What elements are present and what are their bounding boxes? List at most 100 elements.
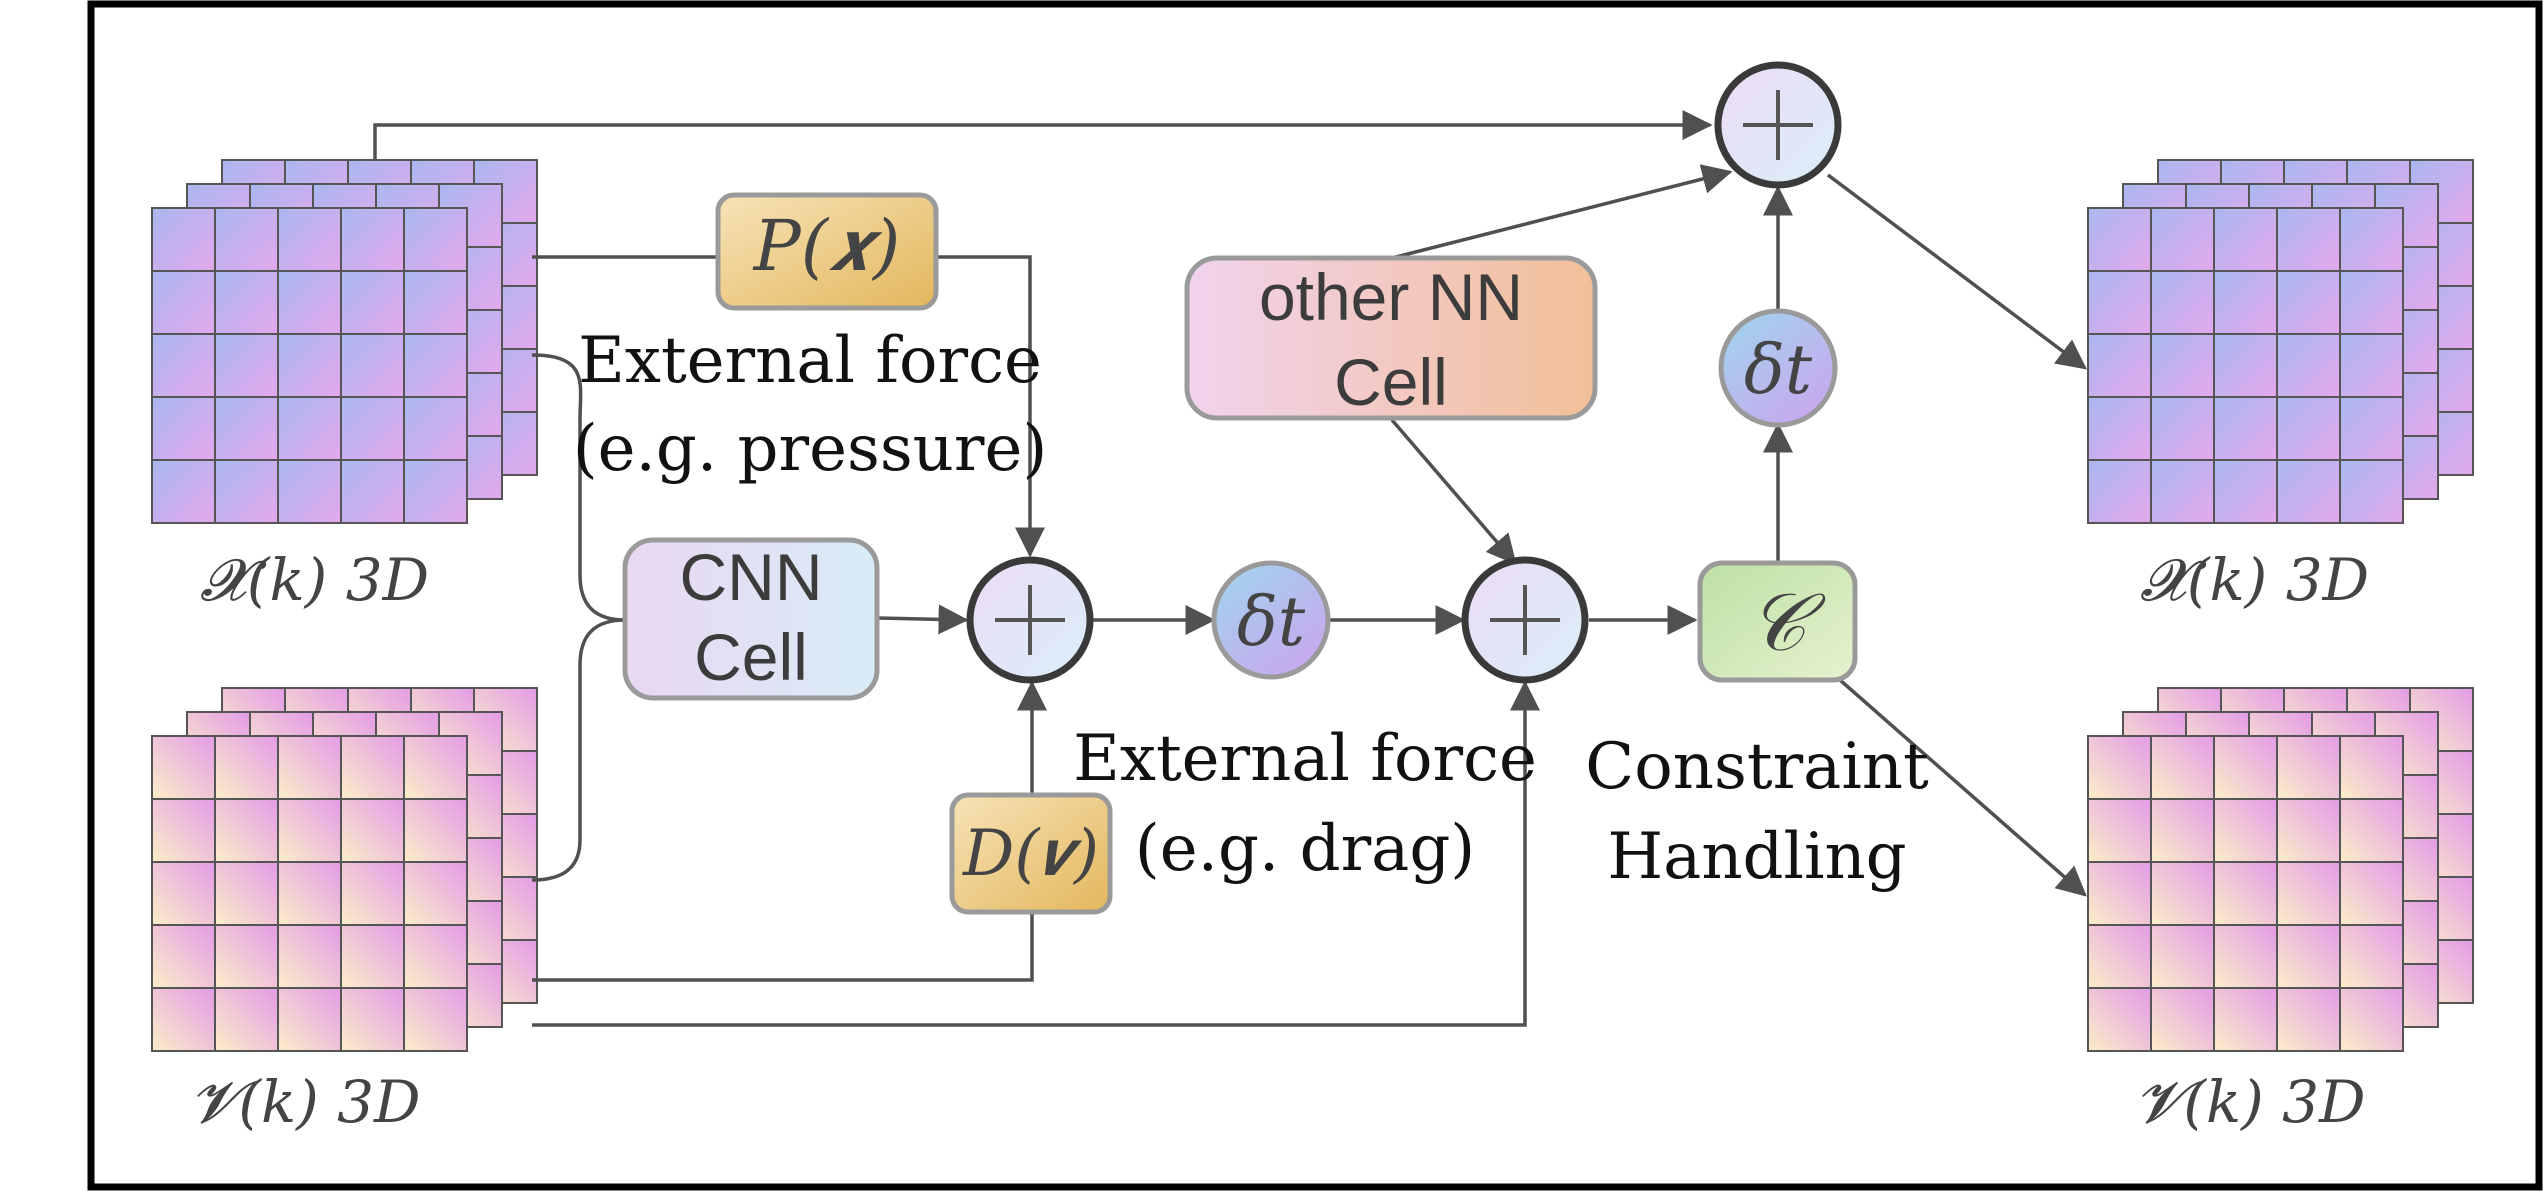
tensor-cell [214, 333, 279, 398]
wire-v-to-drag [532, 912, 1034, 982]
diagram-frame [87, 0, 2543, 1191]
tensor-cell [277, 459, 342, 524]
pressure-function-box: P(𝒙) [715, 192, 939, 311]
v-output-tensor-stack [2087, 687, 2474, 1052]
x-output-tensor-stack [2087, 159, 2474, 524]
tensor-cell [2276, 735, 2341, 800]
tensor-cell [2276, 396, 2341, 461]
tensor-cell [2150, 333, 2215, 398]
cnn-cell-label-line1: CNN [680, 540, 823, 614]
tensor-cell [340, 333, 405, 398]
tensor-cell [2087, 924, 2152, 989]
tensor-cell [2339, 735, 2404, 800]
tensor-cell [2150, 987, 2215, 1052]
tensor-cell [2150, 270, 2215, 335]
v-input-label: 𝓥(k) 3D [190, 1068, 421, 1136]
tensor-cell [2276, 861, 2341, 926]
wire-pressure-to-plus1 [935, 255, 1045, 558]
wire-othernn-to-plus2 [1390, 418, 1517, 565]
tensor-cell [151, 735, 216, 800]
tensor-cell [214, 861, 279, 926]
tensor-cell [403, 798, 468, 863]
tensor-cell [2213, 987, 2278, 1052]
tensor-cell [403, 987, 468, 1052]
tensor-cell [2150, 735, 2215, 800]
tensor-cell [340, 270, 405, 335]
tensor-cell [214, 396, 279, 461]
tensor-cell [340, 987, 405, 1052]
dt-node-1: δt [1211, 560, 1331, 680]
tensor-cell [340, 396, 405, 461]
tensor-cell [2213, 798, 2278, 863]
tensor-cell [2087, 333, 2152, 398]
tensor-cell [2213, 924, 2278, 989]
constraint-handling-line2: Handling [1607, 820, 1906, 894]
external-force-drag-line2: (e.g. drag) [1135, 812, 1476, 886]
tensor-cell [2087, 459, 2152, 524]
tensor-cell [2150, 207, 2215, 272]
pressure-function-label: P(𝒙) [752, 205, 901, 287]
tensor-cell [277, 333, 342, 398]
tensor-cell [403, 270, 468, 335]
plus-node-1 [966, 556, 1094, 684]
tensor-cell [2087, 861, 2152, 926]
tensor-cell [2339, 861, 2404, 926]
x-input-label: 𝓧(k) 3D [200, 546, 429, 614]
constraint-box: 𝒞 [1697, 560, 1858, 683]
tensor-cell [277, 987, 342, 1052]
tensor-cell [403, 735, 468, 800]
tensor-cell [403, 333, 468, 398]
tensor-cell [214, 270, 279, 335]
tensor-cell [340, 459, 405, 524]
tensor-cell [2087, 396, 2152, 461]
drag-function-label: D(𝒗) [962, 817, 1099, 891]
tensor-cell [340, 924, 405, 989]
tensor-cell [2276, 798, 2341, 863]
tensor-cell [2087, 735, 2152, 800]
cnn-cell-box: CNN Cell [622, 537, 880, 701]
tensor-cell [2213, 396, 2278, 461]
wire-x-to-cnn [531, 353, 626, 622]
tensor-cell [214, 924, 279, 989]
tensor-cell [2276, 924, 2341, 989]
tensor-cell [151, 798, 216, 863]
external-force-pressure-line2: (e.g. pressure) [573, 412, 1048, 486]
connection-wires [373, 110, 2087, 1027]
tensor-layer [2087, 207, 2404, 524]
tensor-cell [2276, 270, 2341, 335]
tensor-cell [277, 735, 342, 800]
tensor-cell [2150, 396, 2215, 461]
tensor-cell [2213, 270, 2278, 335]
tensor-cell [151, 924, 216, 989]
tensor-cell [403, 924, 468, 989]
tensor-cell [277, 861, 342, 926]
tensor-cell [2339, 987, 2404, 1052]
tensor-cell [2087, 270, 2152, 335]
tensor-cell [2087, 987, 2152, 1052]
tensor-cell [151, 459, 216, 524]
dt-node-2-label: δt [1744, 331, 1813, 410]
tensor-cell [277, 396, 342, 461]
tensor-cell [2339, 924, 2404, 989]
tensor-cell [2213, 735, 2278, 800]
tensor-cell [151, 333, 216, 398]
tensor-cell [2213, 459, 2278, 524]
tensor-cell [2339, 396, 2404, 461]
tensor-cell [214, 798, 279, 863]
tensor-cell [2276, 333, 2341, 398]
tensor-cell [2339, 333, 2404, 398]
tensor-cell [2339, 270, 2404, 335]
wire-x-skip [373, 110, 1713, 160]
v-input-tensor-stack [151, 687, 538, 1052]
tensor-cell [2276, 207, 2341, 272]
tensor-cell [2339, 207, 2404, 272]
x-output-label: 𝓧(k) 3D [2140, 546, 2369, 614]
wire-plus3-to-xout [1826, 173, 2087, 370]
tensor-cell [277, 924, 342, 989]
tensor-cell [2213, 333, 2278, 398]
wire-v-to-plus2 [532, 680, 1540, 1027]
tensor-cell [2213, 861, 2278, 926]
wire-othernn-to-plus3 [1391, 164, 1733, 260]
tensor-cell [2087, 798, 2152, 863]
